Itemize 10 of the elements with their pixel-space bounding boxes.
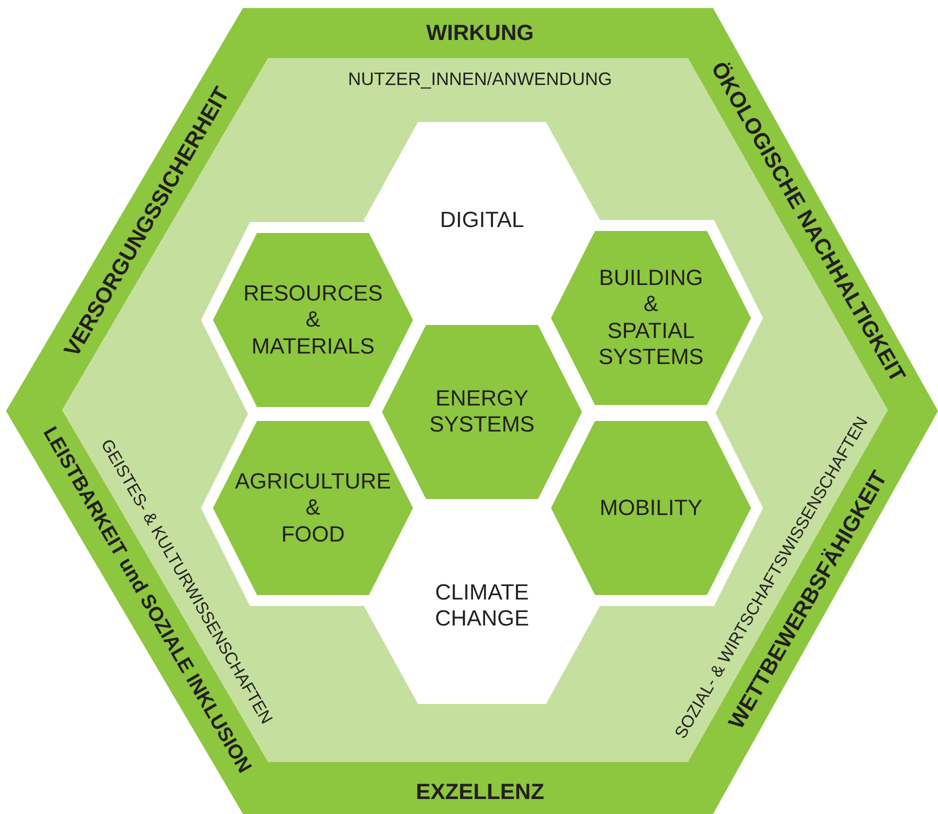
hexagon-label: AGRICULTURE & FOOD	[234, 468, 392, 546]
hexagon-label: RESOURCES & MATERIALS	[243, 280, 383, 360]
hexagon-label: CLIMATE CHANGE	[434, 580, 530, 632]
hexagon-label: DIGITAL	[440, 206, 524, 234]
band-label: NUTZER_INNEN/ANWENDUNG	[348, 70, 612, 90]
side-label: EXZELLENZ	[416, 780, 544, 804]
hexagon-label: BUILDING & SPATIAL SYSTEMS	[598, 265, 704, 371]
hexagon-label: MOBILITY	[600, 494, 702, 522]
hexagon-label: ENERGY SYSTEMS	[429, 386, 535, 438]
side-label: WIRKUNG	[426, 20, 534, 46]
